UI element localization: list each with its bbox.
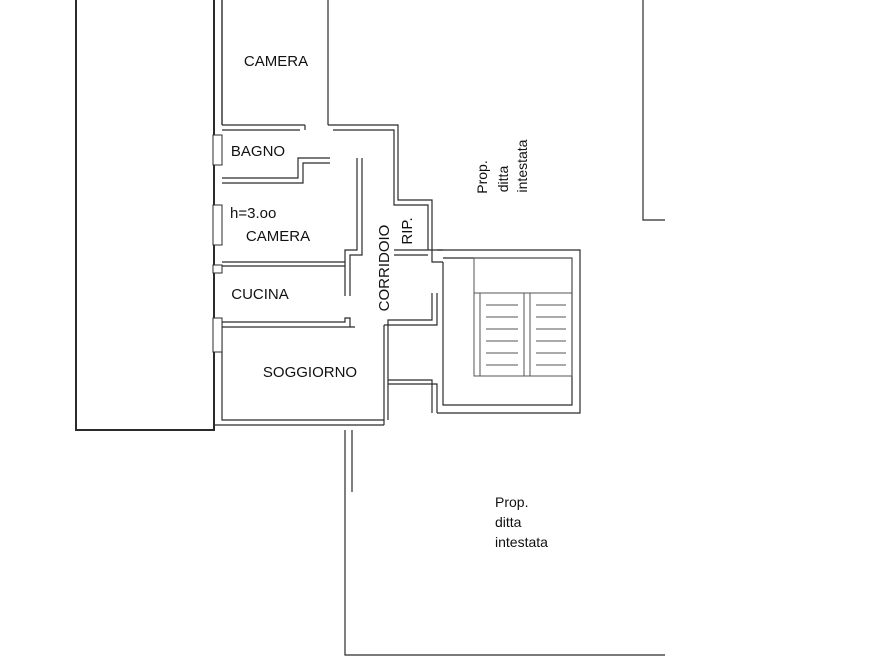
apartment-walls <box>214 0 443 426</box>
room-label-bagno: BAGNO <box>231 143 285 160</box>
outer-building-outline <box>75 0 223 431</box>
window-cucina <box>212 264 223 274</box>
neighbor-bottom-line2: ditta <box>495 514 522 530</box>
room-label-cucina: CUCINA <box>231 286 289 303</box>
neighbor-lot-boundary <box>344 0 665 656</box>
neighbor-label-top: Prop. ditta intestata <box>474 139 530 193</box>
neighbor-top-line2: ditta <box>495 166 511 193</box>
window-soggiorno <box>212 317 223 353</box>
neighbor-top-line1: Prop. <box>474 160 490 193</box>
neighbor-label-bottom: Prop. ditta intestata <box>495 494 548 550</box>
room-label-camera-mid: CAMERA <box>246 228 310 245</box>
room-label-corridoio: CORRIDOIO <box>376 225 393 312</box>
stairwell <box>437 249 581 414</box>
window-bagno <box>212 134 223 166</box>
height-note: h=3.oo <box>230 205 276 222</box>
room-label-camera-top: CAMERA <box>244 53 308 70</box>
neighbor-bottom-line3: intestata <box>495 534 548 550</box>
neighbor-bottom-line1: Prop. <box>495 494 528 510</box>
room-label-soggiorno: SOGGIORNO <box>263 364 357 381</box>
left-facade-windows <box>212 134 223 353</box>
window-camera <box>212 204 223 246</box>
stair-flights <box>473 292 573 377</box>
neighbor-top-line3: intestata <box>514 139 530 192</box>
stair-landing <box>473 257 573 294</box>
room-label-ripostiglio: RIP. <box>399 217 416 244</box>
